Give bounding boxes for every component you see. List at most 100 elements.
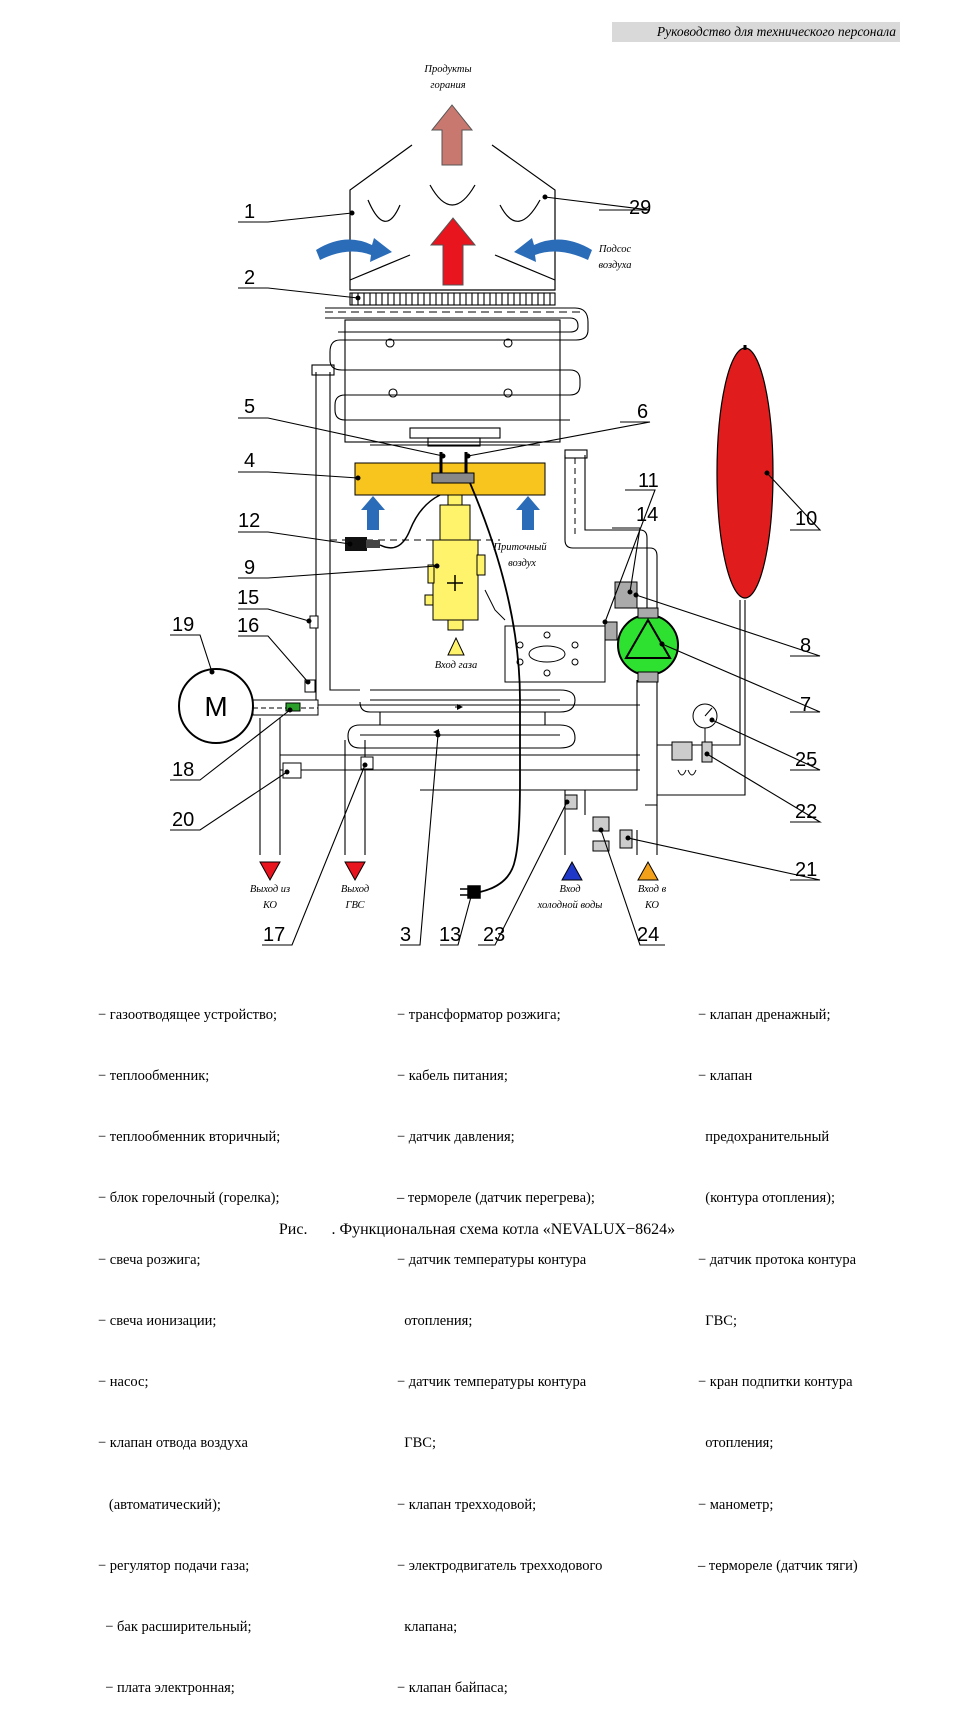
figure-caption: Рис. . Функциональная схема котла «NEVAL… [0, 1221, 954, 1239]
electrode-base [431, 472, 475, 484]
cold-water-inlet-marker [561, 860, 583, 881]
ko-inlet-label-1: Вход в [638, 884, 667, 895]
callout-6: 6 [637, 401, 648, 423]
callout-16: 16 [237, 615, 259, 637]
callout-21: 21 [795, 859, 817, 881]
callout-5: 5 [244, 396, 255, 418]
flue-label-2: горания [430, 80, 465, 91]
legend-item: − теплообменник; [98, 1068, 210, 1085]
ko-outlet-label-2: КО [262, 900, 277, 911]
legend-item: ГВС; [397, 1435, 437, 1452]
heating-pipes [259, 364, 746, 855]
legend-item: − датчик температуры контура [397, 1374, 587, 1391]
legend-item: − свеча ионизации; [98, 1312, 217, 1329]
legend-item: − трансформатор розжига; [397, 1006, 561, 1023]
legend-item: (автоматический); [98, 1496, 221, 1513]
legend-item: предохранительный [698, 1129, 830, 1146]
legend-item: отопления; [698, 1435, 774, 1452]
supply-air-right-arrow [516, 496, 540, 530]
callout-18: 18 [172, 759, 194, 781]
safety-valve [671, 741, 693, 761]
callout-15: 15 [237, 587, 259, 609]
gas-inlet-label: Вход газа [435, 660, 477, 671]
air-suction-label-1: Подсос [598, 244, 632, 255]
air-suction-right-arrow [514, 238, 592, 262]
callout-19: 19 [172, 614, 194, 636]
legend-item: − насос; [98, 1374, 149, 1391]
gas-valve [424, 494, 506, 631]
legend-column-2: − трансформатор розжига; − кабель питани… [397, 964, 602, 1719]
legend-item: (контура отопления); [698, 1190, 836, 1207]
ko-inlet-label-2: КО [644, 900, 659, 911]
motor-label: M [204, 691, 227, 722]
legend-item: − регулятор подачи газа; [98, 1557, 250, 1574]
callout-12: 12 [238, 510, 260, 532]
legend-item: − клапан байпаса; [397, 1680, 508, 1697]
legend-item: – термореле (датчик перегрева); [397, 1190, 595, 1207]
callout-4: 4 [244, 450, 255, 472]
legend-item: − кабель питания; [397, 1068, 508, 1085]
legend-item: − газоотводящее устройство; [98, 1006, 278, 1023]
legend-item: − кран подпитки контура [698, 1374, 853, 1391]
boiler-functional-diagram: Продукты горания Подсос воздуха Приточны… [170, 64, 822, 946]
callout-3: 3 [400, 924, 411, 946]
callout-1: 1 [244, 201, 255, 223]
callout-14: 14 [636, 504, 658, 526]
legend-item: − клапан трехходовой; [397, 1496, 537, 1513]
callout-10: 10 [795, 508, 817, 530]
cold-inlet-label-2: холодной воды [537, 900, 603, 911]
legend-item: − бак расширительный; [98, 1619, 252, 1635]
callout-22: 22 [795, 801, 817, 823]
legend-item: − датчик давления; [397, 1129, 515, 1146]
callout-leaders [170, 196, 822, 946]
legend-item: − теплообменник вторичный; [98, 1129, 281, 1146]
callout-7: 7 [800, 694, 811, 716]
hot-gas-arrow [429, 217, 477, 286]
legend-item: отопления; [397, 1312, 473, 1329]
legend-item: − манометр; [698, 1496, 774, 1513]
callout-29: 29 [629, 197, 651, 219]
gvs-outlet-marker [344, 861, 366, 882]
heat-exchanger [325, 292, 589, 447]
callout-23: 23 [483, 924, 505, 946]
air-suction-left-arrow [316, 238, 392, 262]
callout-20: 20 [172, 809, 194, 831]
ignition-transformer [345, 537, 367, 551]
legend-item: − плата электронная; [98, 1680, 235, 1697]
legend-item: – термореле (датчик тяги) [698, 1557, 858, 1574]
caption-text: . Функциональная схема котла «NEVALUX−86… [331, 1221, 676, 1238]
ko-outlet-label-1: Выход из [250, 884, 290, 895]
cold-inlet-label-1: Вход [559, 884, 580, 895]
legend-item: − клапан дренажный; [698, 1006, 831, 1023]
pressure-sensor [604, 621, 618, 641]
ko-inlet-marker [637, 860, 659, 881]
supply-air-label-2: воздух [508, 558, 536, 569]
gvs-outlet-label-1: Выход [341, 884, 369, 895]
supply-air-label-1: Приточный [492, 542, 547, 553]
legend-item: − электродвигатель трехходового [397, 1557, 603, 1574]
electronic-board [504, 625, 606, 683]
legend-item: − блок горелочный (горелка); [98, 1190, 280, 1207]
callout-numbers: 1 2 4 5 6 9 10 11 12 13 14 15 16 17 18 1… [172, 197, 817, 946]
document-header: Руководство для технического персонала [612, 22, 900, 42]
callout-17: 17 [263, 924, 285, 946]
supply-air-left-arrow [361, 496, 385, 530]
legend-item: − клапан [698, 1068, 753, 1085]
ko-outlet-marker [259, 861, 281, 882]
air-suction-label-2: воздуха [599, 260, 632, 271]
gas-inlet-marker [447, 636, 465, 656]
caption-prefix: Рис. [278, 1221, 308, 1238]
legend-column-3: − клапан дренажный; − клапан предохранит… [698, 964, 858, 1597]
legend-column-1: − газоотводящее устройство; − теплообмен… [98, 964, 280, 1719]
three-way-valve [285, 702, 301, 712]
legend-item: ГВС; [698, 1312, 738, 1329]
circulation-pump [617, 614, 679, 676]
legend-item: − свеча розжига; [98, 1251, 201, 1268]
legend-item: − датчик температуры контура [397, 1251, 587, 1268]
callout-25: 25 [795, 749, 817, 771]
flue-gas-arrow [430, 104, 474, 166]
callout-13: 13 [439, 924, 461, 946]
gvs-outlet-label-2: ГВС [345, 900, 366, 911]
callout-8: 8 [800, 635, 811, 657]
legend-item: клапана; [397, 1619, 458, 1635]
